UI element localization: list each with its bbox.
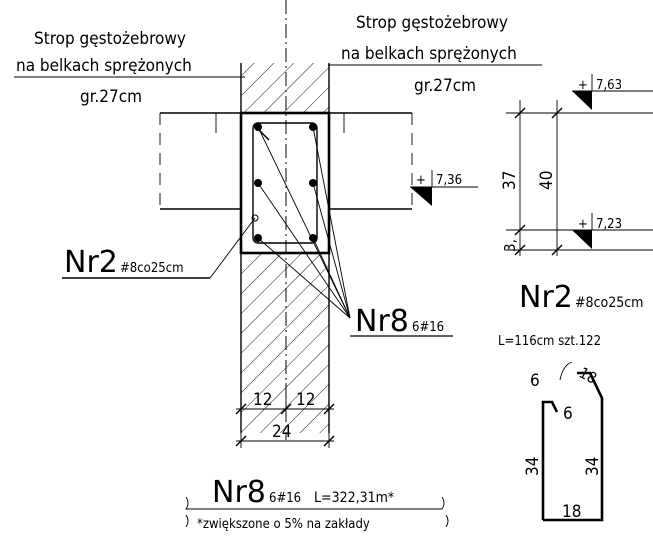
detail-dim-hook-a: 6: [530, 371, 540, 391]
dim-width-total: 24: [272, 422, 291, 442]
nr2-spec: #8co25cm: [120, 261, 184, 276]
elevation-value-top: 7,63: [596, 78, 622, 93]
detail-dim-hook-b: 6: [563, 404, 573, 424]
slab-left: [159, 112, 241, 210]
nr2-label: Nr2: [64, 245, 118, 280]
detail-dim-bottom: 18: [562, 502, 581, 522]
detail-dim-left: 34: [523, 457, 543, 476]
dim-width-right: 12: [296, 390, 315, 410]
detail-nr2-label: Nr2: [519, 280, 573, 315]
dim-height-40: 40: [537, 171, 557, 190]
width-dimensions: 12 12 24: [235, 383, 335, 448]
elevation-mark-top: + 7,63: [572, 74, 653, 110]
slab-right-text-2: na belkach sprężonych: [341, 44, 517, 64]
elevation-value-section: 7,36: [436, 173, 462, 188]
detail-dim-hook-angle: 18: [576, 364, 600, 388]
detail-nr2-spec: #8co25cm: [575, 295, 643, 311]
summary-nr8-length: L=322,31m*: [314, 490, 394, 506]
slab-right: [329, 112, 413, 210]
slab-label-left: Strop gęstożebrowy na belkach sprężonych…: [14, 29, 245, 107]
elevation-value-bottom: 7,23: [596, 217, 622, 232]
svg-text:+: +: [578, 217, 588, 232]
summary-nr8-label: Nr8: [212, 475, 266, 510]
summary-nr8: Nr8 6#16 L=322,31m* *zwiększone o 5% na …: [185, 475, 449, 532]
svg-text:+: +: [416, 173, 426, 188]
leader-nr8: [257, 126, 453, 337]
dim-width-left: 12: [253, 390, 272, 410]
elevation-mark-bottom: + 7,23: [572, 213, 622, 249]
slab-left-text-3: gr.27cm: [80, 87, 142, 107]
nr8-label: Nr8: [355, 304, 409, 339]
detail-dim-right: 34: [583, 457, 603, 476]
summary-note: *zwiększone o 5% na zakłady: [197, 517, 370, 532]
beam-outline: [239, 111, 331, 255]
nr8-spec: 6#16: [412, 320, 444, 335]
dim-height-37: 37: [500, 171, 520, 190]
slab-right-text-3: gr.27cm: [414, 76, 476, 96]
leader-nr2: [62, 214, 259, 279]
slab-label-right: Strop gęstożebrowy na belkach sprężonych…: [328, 13, 542, 96]
svg-text:+: +: [578, 78, 588, 93]
detail-nr2-length: L=116cm szt.122: [498, 334, 601, 349]
height-dimensions: 37 40 3,: [500, 100, 653, 256]
dim-height-3: 3,: [501, 239, 519, 252]
slab-left-text-2: na belkach sprężonych: [16, 56, 192, 76]
elevation-mark-section: + 7,36: [410, 170, 478, 206]
summary-nr8-spec: 6#16: [269, 491, 301, 506]
stirrup-detail: Nr2 #8co25cm L=116cm szt.122 6 18 6 34 3…: [498, 280, 643, 522]
slab-right-text-1: Strop gęstożebrowy: [356, 13, 508, 33]
slab-left-text-1: Strop gęstożebrowy: [34, 29, 186, 49]
